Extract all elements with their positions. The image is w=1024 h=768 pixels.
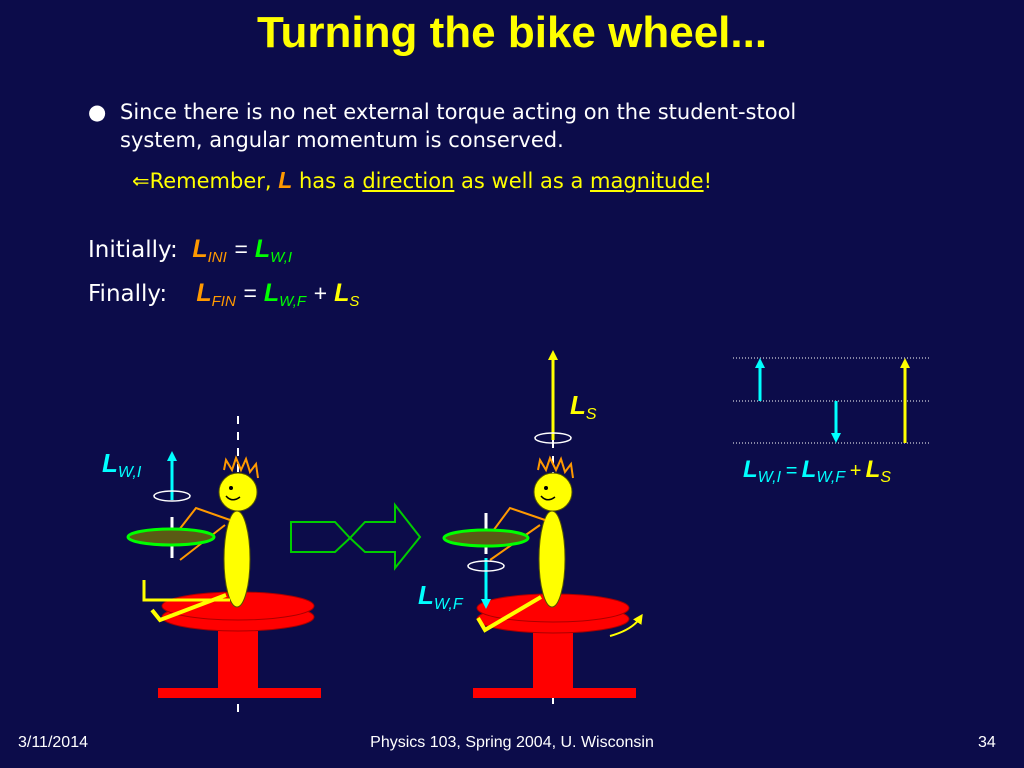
initially-label: Initially: bbox=[88, 237, 178, 263]
student-smile-right bbox=[540, 495, 556, 501]
stool-post-right bbox=[533, 628, 573, 697]
bullet-text: Since there is no net external torque ac… bbox=[120, 100, 797, 152]
student-leg-right bbox=[476, 595, 543, 633]
L-ini-sub: INI bbox=[207, 249, 227, 266]
left-student-on-stool bbox=[126, 416, 321, 712]
student-hair-left bbox=[223, 455, 259, 479]
L-wf-label-L: L bbox=[418, 580, 434, 610]
bullet-dot: ● bbox=[88, 100, 107, 124]
bike-wheel-right bbox=[442, 528, 530, 548]
remember-note: ⇐Remember, L has a direction as well as … bbox=[132, 167, 712, 194]
direction-word: direction bbox=[362, 169, 455, 193]
stool-base-right bbox=[473, 688, 636, 698]
L-wi-sub: W,I bbox=[270, 249, 293, 266]
sum-L1: L bbox=[743, 456, 758, 483]
stool-rotation-ring bbox=[534, 432, 572, 444]
L-wi-label: LW,I bbox=[102, 448, 141, 482]
L-s-label-sub: S bbox=[585, 406, 597, 423]
slide-title: Turning the bike wheel... bbox=[256, 8, 768, 57]
finally-label: Finally: bbox=[88, 281, 168, 307]
sum-L2: L bbox=[801, 456, 817, 483]
footer-page-number: 34 bbox=[978, 734, 996, 751]
bullet-point: ● Since there is no net external torque … bbox=[88, 98, 868, 154]
sum-plus: + bbox=[849, 460, 862, 482]
transition-arrow-icon bbox=[290, 502, 422, 571]
wheel-rotation-ring-right bbox=[467, 560, 505, 572]
wheel-rotation-ring-left bbox=[153, 490, 191, 502]
sum-sub2: W,F bbox=[816, 469, 846, 486]
remember-text-4: ! bbox=[703, 169, 713, 193]
L-symbol: L bbox=[278, 167, 293, 193]
footer-course: Physics 103, Spring 2004, U. Wisconsin bbox=[370, 734, 654, 751]
L-wi-label-L: L bbox=[102, 448, 118, 478]
vector-sum-equation: LW,I = LW,F + LS bbox=[743, 456, 891, 487]
remember-text-1: Remember, bbox=[149, 169, 279, 193]
initially-equation: Initially: LINI = LW,I bbox=[88, 235, 292, 266]
L-s-label-L: L bbox=[570, 390, 586, 420]
student-head-left bbox=[218, 472, 258, 512]
L-wf-sub: W,F bbox=[279, 293, 307, 310]
student-eye-left bbox=[229, 486, 233, 490]
stool-base-left bbox=[158, 688, 321, 698]
remember-text-3: as well as a bbox=[454, 169, 590, 193]
student-leg2-left bbox=[142, 580, 230, 602]
equals-sign: = bbox=[234, 236, 248, 262]
magnitude-word: magnitude bbox=[590, 169, 704, 193]
right-student-on-stool bbox=[442, 350, 643, 712]
left-arrow-icon: ⇐ bbox=[132, 169, 150, 193]
student-head-right bbox=[533, 472, 573, 512]
L-fin-symbol: L bbox=[196, 279, 212, 307]
stool-rotation-arrow-icon bbox=[609, 613, 643, 637]
L-wi-symbol: L bbox=[254, 235, 271, 263]
student-eye-right bbox=[544, 486, 548, 490]
plus-sign: + bbox=[313, 280, 327, 306]
bike-wheel-left bbox=[126, 527, 216, 547]
sum-sub3: S bbox=[880, 469, 892, 486]
L-s-label: LS bbox=[570, 390, 597, 424]
footer-date: 3/11/2014 bbox=[18, 734, 88, 751]
student-body-right bbox=[538, 510, 566, 608]
sum-L3: L bbox=[865, 456, 881, 483]
sum-eq: = bbox=[785, 460, 798, 482]
remember-text-2: has a bbox=[292, 169, 363, 193]
L-ini-symbol: L bbox=[192, 235, 208, 263]
equals-sign: = bbox=[243, 280, 257, 306]
student-leg-left bbox=[150, 593, 227, 623]
L-s-sub: S bbox=[349, 293, 360, 310]
student-hair-right bbox=[537, 455, 574, 479]
L-fin-sub: FIN bbox=[211, 293, 236, 310]
L-wi-label-sub: W,I bbox=[117, 464, 142, 481]
vector-sum-diagram bbox=[733, 357, 930, 444]
student-smile-left bbox=[225, 495, 241, 501]
L-wf-symbol: L bbox=[263, 279, 280, 307]
sum-sub1: W,I bbox=[757, 469, 782, 486]
finally-equation: Finally: LFIN = LW,F + LS bbox=[88, 279, 359, 310]
L-s-symbol: L bbox=[334, 279, 350, 307]
student-body-left bbox=[223, 510, 251, 608]
L-wf-label: LW,F bbox=[418, 580, 463, 614]
L-wf-label-sub: W,F bbox=[433, 596, 463, 613]
